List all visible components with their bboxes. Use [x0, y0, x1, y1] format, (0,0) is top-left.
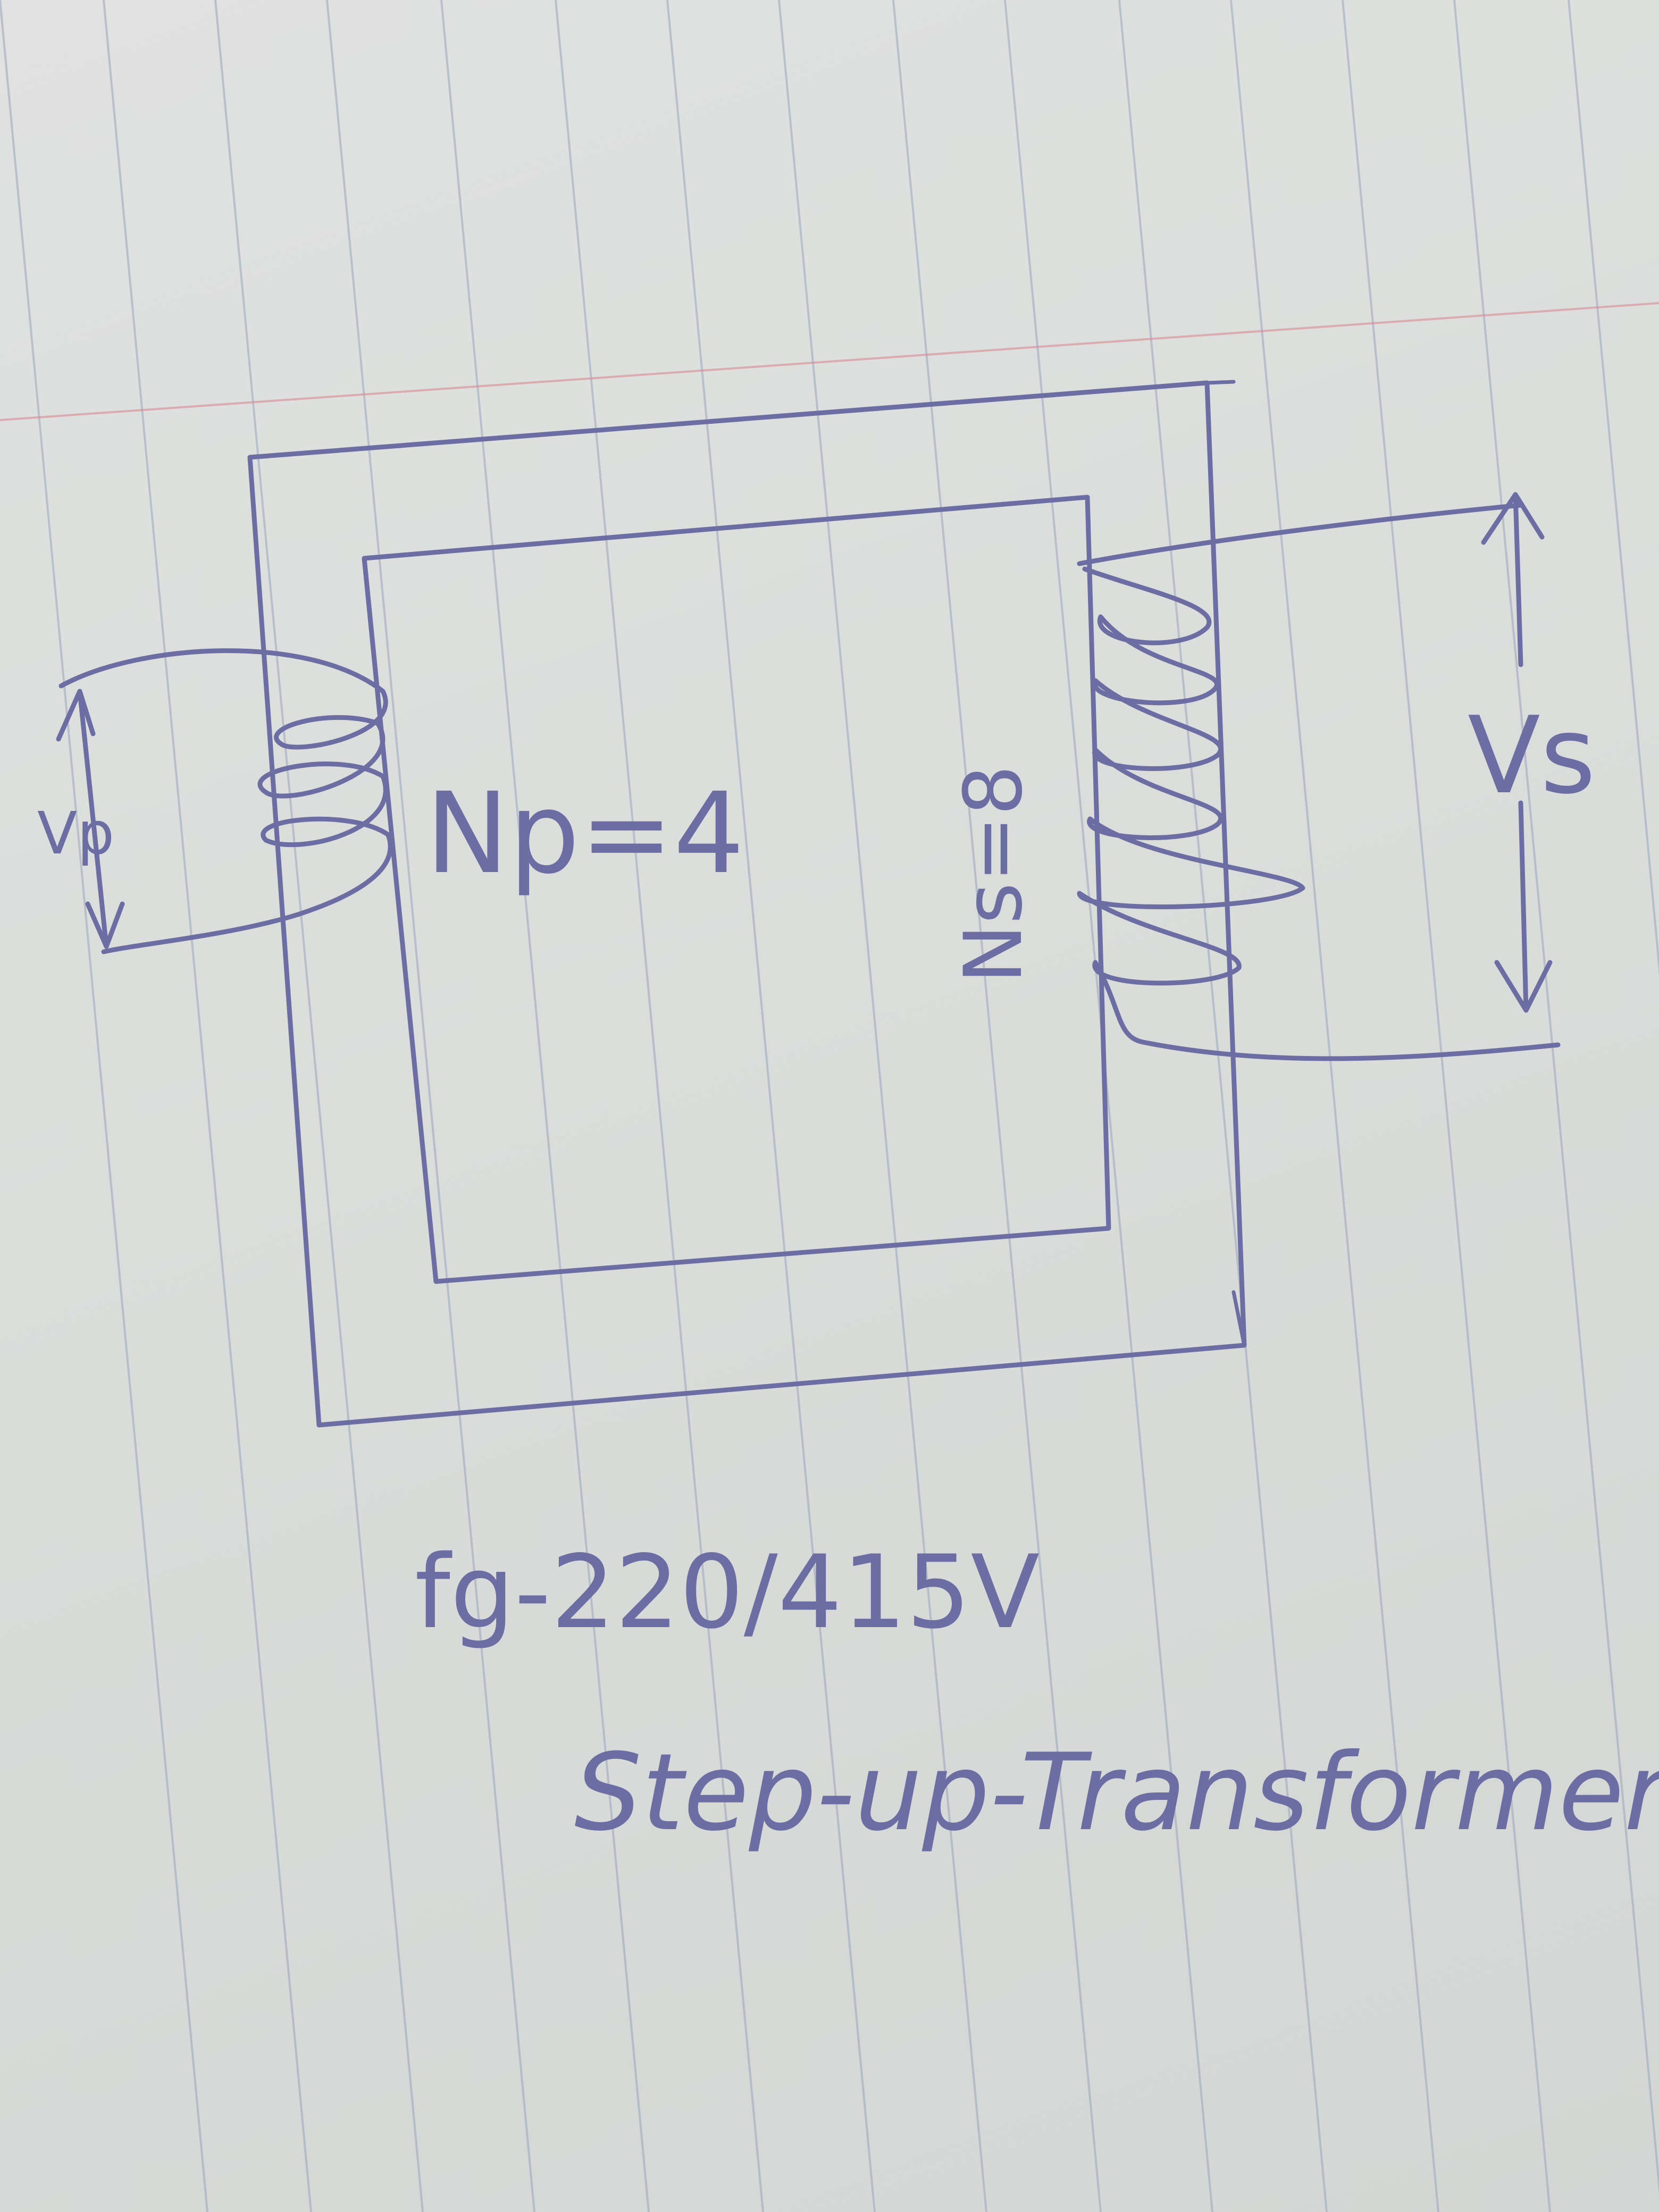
secondary-coil [1077, 566, 1305, 1045]
secondary-winding [1077, 492, 1561, 1061]
secondary-lead-top [1077, 502, 1523, 566]
primary-voltage-label: Vp [37, 799, 114, 867]
core-corner-extension [1205, 380, 1246, 1347]
secondary-lead-bottom [1141, 1040, 1561, 1061]
primary-winding [56, 648, 393, 954]
primary-lead-bottom [101, 912, 300, 954]
secondary-voltage-label: Vs [1468, 694, 1596, 818]
secondary-voltage-arrow-top [1481, 492, 1545, 667]
ruled-line [214, 0, 424, 2212]
core-inner-outline [362, 495, 1111, 1284]
ruled-line [1230, 0, 1439, 2212]
ruled-line [1342, 0, 1551, 2212]
margin-line [0, 302, 1659, 421]
ruled-line [1118, 0, 1328, 2212]
ruled-line [440, 0, 650, 2212]
ruled-line [1453, 0, 1659, 2196]
secondary-turns-label: Ns=8 [948, 765, 1040, 984]
ruled-line [666, 0, 876, 2212]
ruled-line [778, 0, 987, 2212]
ruled-line [1568, 0, 1659, 976]
ruled-line [1004, 0, 1213, 2212]
primary-turns-label: Np=4 [425, 768, 744, 899]
ruled-line [103, 0, 312, 2212]
caption-label: Step-up-Transformer [574, 1731, 1659, 1855]
rating-label: fg-220/415V [415, 1534, 1040, 1651]
ruled-line [326, 0, 535, 2212]
primary-coil [257, 689, 393, 917]
ruled-line [0, 0, 208, 2212]
primary-lead-top [58, 648, 386, 694]
primary-voltage-arrow [56, 689, 125, 949]
secondary-voltage-arrow-bottom [1494, 800, 1553, 1013]
transformer-core [247, 380, 1247, 1428]
ruled-line [555, 0, 764, 2212]
ruled-line [892, 0, 1102, 2212]
